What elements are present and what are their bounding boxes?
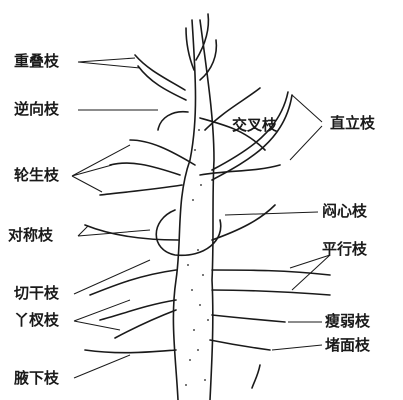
upright-branch [211,94,293,181]
leader-whorled [71,144,131,193]
leader-symmetric [77,225,151,237]
whorl-2 [99,184,183,196]
label-overlapping: 重叠枝 [14,52,60,70]
label-fork: 丫杈枝 [14,311,60,329]
label-weak: 瘦弱枝 [325,312,371,330]
leader-cut-trunk [73,259,151,295]
leader-fork [73,299,131,331]
trunk [172,19,197,400]
label-parallel: 平行枝 [322,240,368,258]
under-branch [84,349,177,354]
label-cut-trunk: 切干枝 [14,284,60,302]
center-branch [155,209,222,257]
label-reverse: 逆向枝 [14,100,60,118]
fork-2 [114,309,177,339]
leader-overlapping [77,57,141,69]
whorl-1 [109,162,181,176]
cut-trunk-branch [89,269,177,296]
top-branch-1 [195,13,210,61]
leader-parallel [289,254,331,291]
whorl-3 [199,164,281,176]
label-crossing: 交叉枝 [232,116,278,134]
blocking-branch [209,339,271,351]
top-branch-2 [185,27,195,71]
leader-upright [289,94,323,161]
leader-center [224,211,319,216]
weak-branch [211,314,286,323]
leader-blocking [271,344,323,351]
parallel-2 [211,289,331,296]
label-symmetric: 对称枝 [8,226,54,244]
symmetric-left [84,224,179,241]
parallel-1 [211,269,331,276]
bark-texture [185,129,209,386]
leader-lines [71,57,331,379]
label-blocking: 堵面枝 [325,336,371,354]
upright-branch-2 [211,91,289,171]
crossing-branch-1 [204,87,261,131]
overlap-branch-a [134,54,186,91]
leader-under [73,354,131,379]
label-center: 闷心枝 [322,202,368,220]
trunk-right-edge [199,19,215,400]
label-under: 腋下枝 [14,369,60,387]
overlap-branch-b [137,65,187,101]
crossing-branch-2 [199,117,266,151]
top-branch-3 [199,39,218,81]
label-upright: 直立枝 [330,114,376,132]
stub [251,364,261,389]
whorl-4 [129,139,196,166]
reverse-branch [157,110,189,131]
symmetric-right [211,204,276,241]
label-whorled: 轮生枝 [14,166,60,184]
fork-1 [99,299,177,321]
